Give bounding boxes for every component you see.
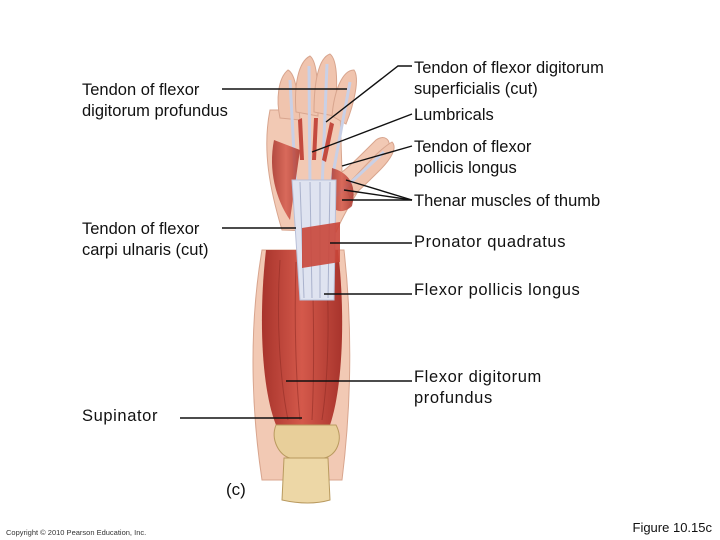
pronator-quadratus-muscle (302, 222, 340, 268)
label-fdp: Flexor digitorum profundus (414, 367, 542, 409)
label-line: Flexor pollicis longus (414, 281, 581, 299)
label-line: Lumbricals (414, 106, 494, 124)
label-line: Tendon of flexor (82, 220, 200, 238)
label-thenar: Thenar muscles of thumb (414, 191, 600, 212)
label-line: Tendon of flexor (82, 81, 200, 99)
hypothenar-muscles (271, 140, 300, 220)
label-line: carpi ulnaris (cut) (82, 241, 209, 259)
label-fpl-tendon: Tendon of flexor pollicis longus (414, 137, 531, 179)
label-line: pollicis longus (414, 159, 517, 177)
label-line: superficialis (cut) (414, 80, 538, 98)
panel-label: (c) (226, 480, 246, 499)
label-line: Flexor digitorum (414, 368, 542, 386)
leader-lines (180, 65, 413, 419)
label-fdp-tendon: Tendon of flexor digitorum profundus (82, 80, 228, 122)
label-lumbricals: Lumbricals (414, 105, 494, 126)
label-line: Thenar muscles of thumb (414, 192, 601, 210)
label-fpl: Flexor pollicis longus (414, 280, 580, 301)
humerus (281, 457, 331, 504)
copyright-notice: Copyright © 2010 Pearson Education, Inc. (6, 528, 147, 537)
figure-number: Figure 10.15c (632, 520, 713, 535)
label-line: Supinator (82, 407, 159, 425)
label-fds-tendon: Tendon of flexor digitorum superficialis… (414, 58, 604, 100)
label-line: digitorum profundus (82, 102, 228, 120)
lumbrical-muscles (298, 118, 334, 162)
label-line: Tendon of flexor (414, 138, 532, 156)
label-supinator: Supinator (82, 406, 158, 427)
label-pronator-quadratus: Pronator quadratus (414, 232, 566, 253)
label-line: Pronator quadratus (414, 233, 567, 251)
label-line: Tendon of flexor digitorum (414, 59, 604, 77)
label-fcu-tendon: Tendon of flexor carpi ulnaris (cut) (82, 219, 209, 261)
label-line: profundus (414, 389, 493, 407)
